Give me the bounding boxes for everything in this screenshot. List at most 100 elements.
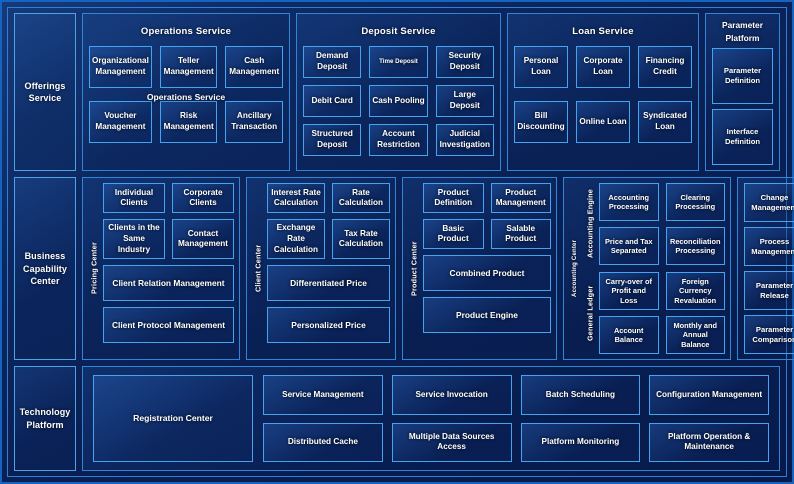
row-business-capability-center: Business Capability Center Pricing Cente… xyxy=(14,177,794,361)
pricing-center-top-grid: Individual Clients Corporate Clients Cli… xyxy=(103,183,234,260)
technology-platform-box-grid: Service Management Service Invocation Ba… xyxy=(263,375,769,462)
technology-platform-panel[interactable]: Registration Center Service Management S… xyxy=(82,366,780,471)
box-combined-product[interactable]: Combined Product xyxy=(423,255,551,292)
box-cash-pooling[interactable]: Cash Pooling xyxy=(369,85,428,117)
box-platform-monitoring[interactable]: Platform Monitoring xyxy=(520,422,641,462)
box-monthly-and-annual-balance[interactable]: Monthly and Annual Balance xyxy=(665,316,725,355)
box-clients-in-same-industry[interactable]: Clients in the Same Industry xyxy=(103,219,165,260)
group-title-deposit-service: Deposit Service xyxy=(361,26,436,37)
box-bill-discounting[interactable]: Bill Discounting xyxy=(514,101,568,143)
box-contact-management[interactable]: Contact Management xyxy=(172,219,234,260)
box-registration-center[interactable]: Registration Center xyxy=(93,375,253,462)
box-process-management[interactable]: Process Management xyxy=(744,227,794,267)
box-ancillary-transaction[interactable]: Ancillary Transaction xyxy=(225,101,283,143)
box-accounting-processing[interactable]: Accounting Processing xyxy=(599,183,659,222)
box-service-management[interactable]: Service Management xyxy=(263,375,383,415)
row-label-technology-platform: Technology Platform xyxy=(14,366,76,471)
parameter-platform-list-top: Parameter Definition Interface Definitio… xyxy=(712,48,773,166)
parameter-platform-panel-bottom[interactable]: Change Management Process Management Par… xyxy=(737,177,794,361)
box-personalized-price[interactable]: Personalized Price xyxy=(267,307,390,344)
group-loan-service[interactable]: Loan Service Personal Loan Corporate Loa… xyxy=(507,13,699,172)
operations-service-box-grid: Organizational Management Teller Managem… xyxy=(89,46,283,164)
box-financing-credit[interactable]: Financing Credit xyxy=(638,46,692,88)
architecture-inner-frame: Offerings Service Operations Service Org… xyxy=(7,7,794,477)
box-salable-product[interactable]: Salable Product xyxy=(490,219,551,250)
center-panel-accounting[interactable]: Accounting Center Accounting Engine Acco… xyxy=(563,177,731,361)
box-voucher-management[interactable]: Voucher Management xyxy=(89,101,152,143)
box-distributed-cache[interactable]: Distributed Cache xyxy=(263,422,383,462)
box-security-deposit[interactable]: Security Deposit xyxy=(435,46,494,78)
box-carry-over-of-profit-and-loss[interactable]: Carry-over of Profit and Loss xyxy=(599,272,659,311)
box-judicial-investigation[interactable]: Judicial Investigation xyxy=(435,124,494,156)
parameter-platform-list-bottom: Change Management Process Management Par… xyxy=(744,183,794,355)
box-demand-deposit[interactable]: Demand Deposit xyxy=(303,46,362,78)
center-panel-client[interactable]: Client Center Interest Rate Calculation … xyxy=(246,177,396,361)
box-teller-management[interactable]: Teller Management xyxy=(159,46,218,88)
box-product-definition[interactable]: Product Definition xyxy=(423,183,484,214)
parameter-platform-title: Parameter Platform xyxy=(722,20,763,43)
box-cash-management[interactable]: Cash Management xyxy=(225,46,283,88)
box-parameter-release[interactable]: Parameter Release xyxy=(744,271,794,311)
box-personal-loan[interactable]: Personal Loan xyxy=(514,46,568,88)
box-parameter-comparison[interactable]: Parameter Comparison xyxy=(744,315,794,355)
box-debit-card[interactable]: Debit Card xyxy=(303,85,362,117)
box-client-protocol-management[interactable]: Client Protocol Management xyxy=(103,307,234,344)
box-organizational-management[interactable]: Organizational Management xyxy=(89,46,152,88)
accounting-center-sections: Accounting Engine Accounting Processing … xyxy=(584,183,725,355)
vertical-label-accounting-engine: Accounting Engine xyxy=(585,189,595,259)
pricing-center-body: Individual Clients Corporate Clients Cli… xyxy=(103,183,234,354)
box-account-balance[interactable]: Account Balance xyxy=(599,316,659,355)
row-offerings-service: Offerings Service Operations Service Org… xyxy=(14,13,780,172)
group-title-loan-service: Loan Service xyxy=(572,26,634,37)
vertical-label-pricing-center: Pricing Center xyxy=(89,242,99,295)
group-title-operations-service: Operations Service xyxy=(140,26,232,37)
box-structured-deposit[interactable]: Structured Deposit xyxy=(303,124,362,156)
box-online-loan[interactable]: Online Loan xyxy=(576,101,630,143)
group-operations-service[interactable]: Operations Service Organizational Manage… xyxy=(82,13,290,172)
general-ledger-grid: Carry-over of Profit and Loss Foreign Cu… xyxy=(599,272,725,355)
box-clearing-processing[interactable]: Clearing Processing xyxy=(665,183,725,222)
box-time-deposit[interactable]: Time Deposit xyxy=(369,46,428,78)
vertical-label-accounting-center: Accounting Center xyxy=(572,240,578,298)
box-product-engine[interactable]: Product Engine xyxy=(423,297,551,334)
box-large-deposit[interactable]: Large Deposit xyxy=(435,85,494,117)
product-center-top-grid: Product Definition Product Management Ba… xyxy=(423,183,551,250)
box-interface-definition[interactable]: Interface Definition xyxy=(712,109,773,166)
center-panel-pricing[interactable]: Pricing Center Individual Clients Corpor… xyxy=(82,177,240,361)
box-corporate-clients[interactable]: Corporate Clients xyxy=(172,183,234,214)
row-label-offerings-service: Offerings Service xyxy=(14,13,76,172)
row-technology-platform: Technology Platform Registration Center … xyxy=(14,366,780,471)
client-center-top-grid: Interest Rate Calculation Rate Calculati… xyxy=(267,183,390,260)
loan-service-box-grid: Personal Loan Corporate Loan Financing C… xyxy=(514,46,692,164)
box-account-restriction[interactable]: Account Restriction xyxy=(369,124,428,156)
box-rate-calculation[interactable]: Rate Calculation xyxy=(332,183,390,214)
client-center-body: Interest Rate Calculation Rate Calculati… xyxy=(267,183,390,354)
box-multiple-data-sources-access[interactable]: Multiple Data Sources Access xyxy=(391,422,512,462)
box-risk-management[interactable]: Risk Management xyxy=(159,101,218,143)
vertical-label-general-ledger: General Ledger xyxy=(585,285,595,341)
deposit-service-box-grid: Demand Deposit Time Deposit Security Dep… xyxy=(303,46,494,164)
box-individual-clients[interactable]: Individual Clients xyxy=(103,183,165,214)
box-interest-rate-calculation[interactable]: Interest Rate Calculation xyxy=(267,183,325,214)
box-differentiated-price[interactable]: Differentiated Price xyxy=(267,265,390,302)
box-product-management[interactable]: Product Management xyxy=(490,183,551,214)
box-price-and-tax-separated[interactable]: Price and Tax Separated xyxy=(599,227,659,266)
box-foreign-currency-revaluation[interactable]: Foreign Currency Revaluation xyxy=(665,272,725,311)
box-parameter-definition[interactable]: Parameter Definition xyxy=(712,48,773,105)
box-batch-scheduling[interactable]: Batch Scheduling xyxy=(520,375,641,415)
center-panel-product[interactable]: Product Center Product Definition Produc… xyxy=(402,177,557,361)
group-deposit-service[interactable]: Deposit Service Demand Deposit Time Depo… xyxy=(296,13,501,172)
box-platform-operation-maintenance[interactable]: Platform Operation & Maintenance xyxy=(649,422,769,462)
box-service-invocation[interactable]: Service Invocation xyxy=(391,375,512,415)
box-exchange-rate-calculation[interactable]: Exchange Rate Calculation xyxy=(267,219,325,260)
box-syndicated-loan[interactable]: Syndicated Loan xyxy=(638,101,692,143)
box-reconciliation-processing[interactable]: Reconciliation Processing xyxy=(665,227,725,266)
box-corporate-loan[interactable]: Corporate Loan xyxy=(576,46,630,88)
box-change-management[interactable]: Change Management xyxy=(744,183,794,223)
box-configuration-management[interactable]: Configuration Management xyxy=(649,375,769,415)
parameter-platform-panel-top[interactable]: Parameter Platform Parameter Definition … xyxy=(705,13,780,172)
box-tax-rate-calculation[interactable]: Tax Rate Calculation xyxy=(332,219,390,260)
box-basic-product[interactable]: Basic Product xyxy=(423,219,484,250)
box-client-relation-management[interactable]: Client Relation Management xyxy=(103,265,234,302)
